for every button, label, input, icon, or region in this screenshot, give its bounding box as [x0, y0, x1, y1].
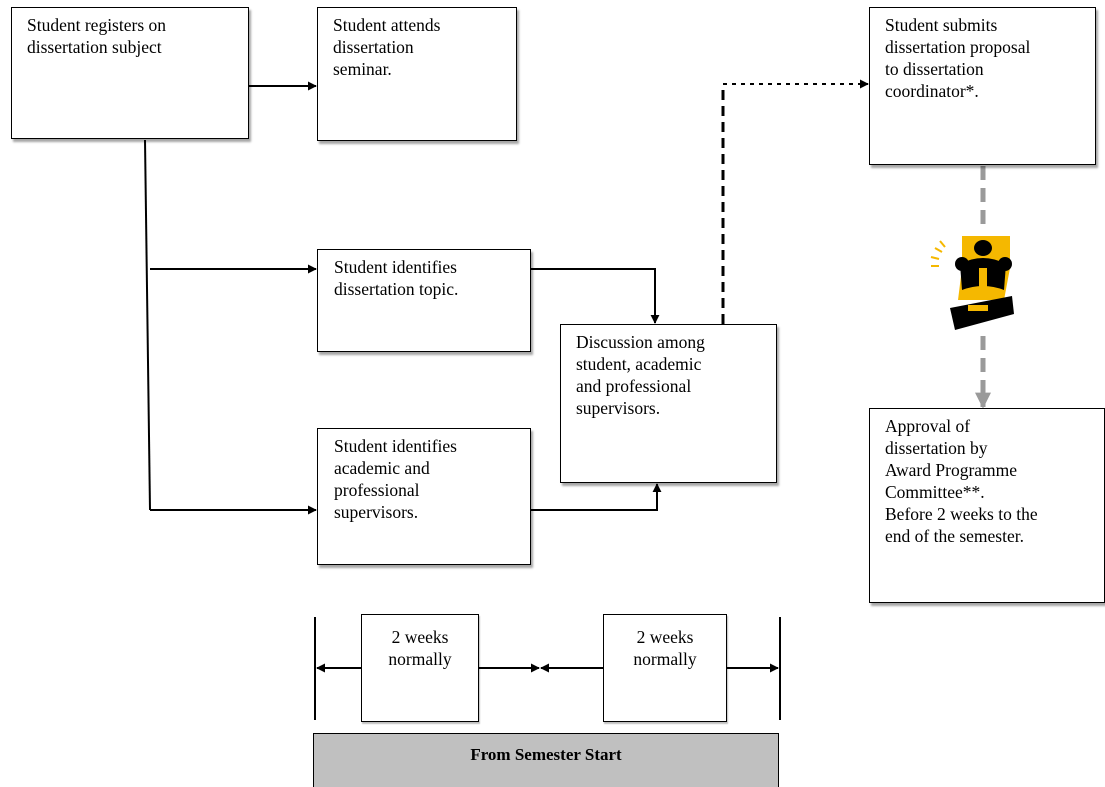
arrow-supervisors-to-discussion: [531, 483, 662, 511]
step-identify-supervisors-box: Student identifies academic and professi…: [317, 428, 531, 565]
step-discussion-box: Discussion among student, academic and p…: [560, 324, 777, 483]
timeline-span-2-label: 2 weeks normally: [633, 627, 697, 669]
step-identify-topic-box: Student identifies dissertation topic.: [317, 249, 531, 352]
trunk-from-register: [144, 139, 151, 511]
arrow-topic-to-discussion: [531, 268, 660, 324]
committee-meeting-icon: [930, 236, 1014, 330]
timeline-span-2: 2 weeks normally: [603, 614, 727, 722]
step-register-box: Student registers on dissertation subjec…: [11, 7, 249, 139]
timeline-span-1-label: 2 weeks normally: [388, 627, 452, 669]
step-seminar-box: Student attends dissertation seminar.: [317, 7, 517, 141]
step-submit-proposal-box: Student submits dissertation proposal to…: [869, 7, 1096, 165]
semester-start-footer: From Semester Start: [313, 733, 779, 787]
step-approval-box: Approval of dissertation by Award Progra…: [869, 408, 1105, 603]
timeline-span-1: 2 weeks normally: [361, 614, 479, 722]
